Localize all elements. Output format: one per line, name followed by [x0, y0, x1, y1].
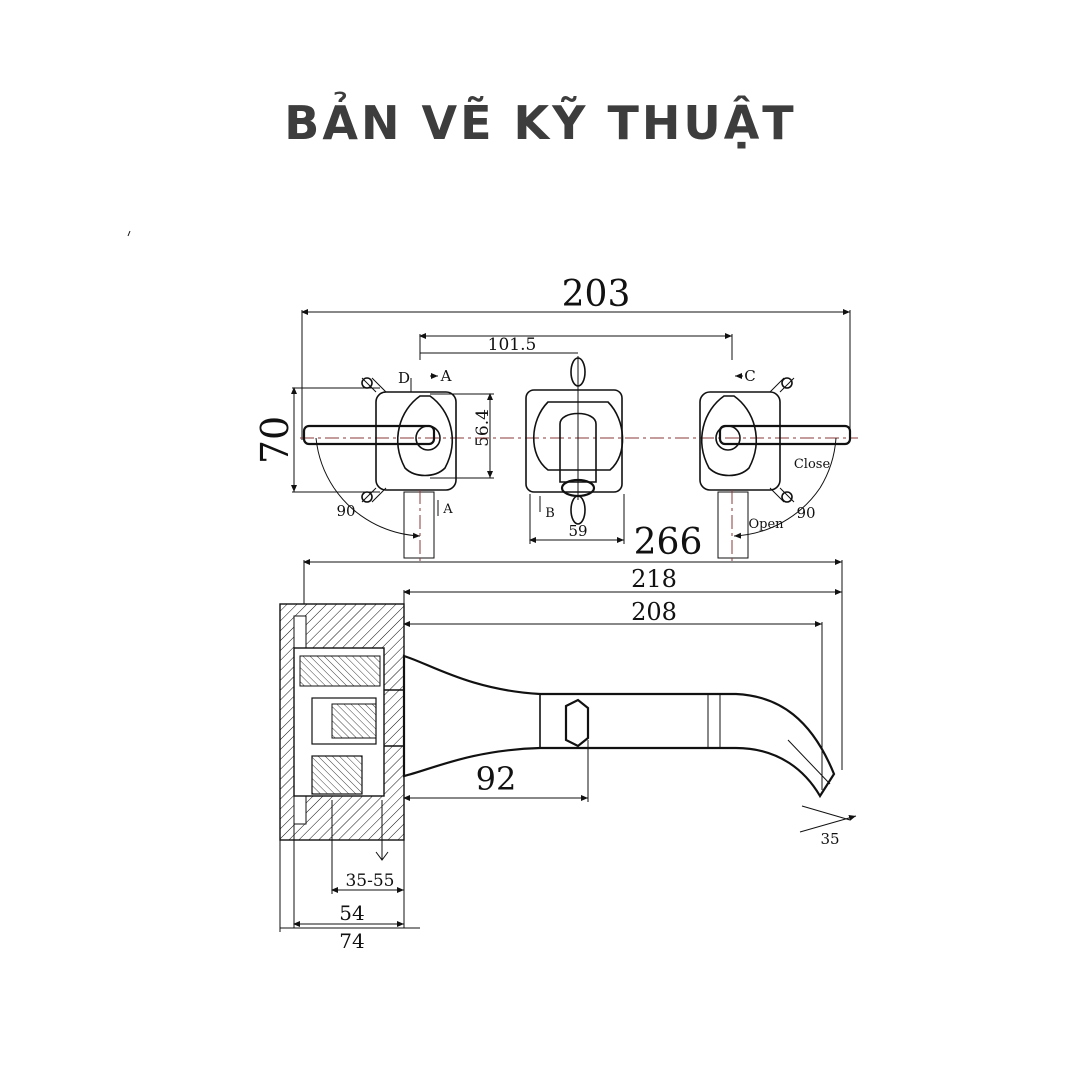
left-valve-body	[397, 395, 453, 477]
label-close: Close	[794, 457, 831, 472]
right-stem	[717, 491, 749, 559]
dim-70: 70	[253, 416, 297, 464]
dim-203: 203	[562, 274, 631, 315]
page-title: BẢN VẼ KỸ THUẬT	[284, 96, 797, 150]
left-rotation-arc	[333, 487, 421, 539]
aerator-line	[787, 739, 831, 785]
left-lever	[302, 424, 436, 446]
section-a-bottom: A	[442, 502, 453, 517]
section-c: C	[744, 367, 755, 385]
right-screw-br	[781, 491, 793, 503]
dim-35-55: 35-55	[345, 871, 394, 891]
center-plate	[525, 389, 623, 493]
center-screw-bottom	[570, 495, 586, 525]
left-rotation-arc-top	[315, 437, 335, 489]
depth-marker	[375, 851, 389, 861]
dim-56-4: 56.4	[473, 409, 493, 447]
right-screw-tr	[781, 377, 793, 389]
right-hub	[715, 425, 741, 451]
right-lever	[718, 424, 852, 446]
left-plate-ears	[361, 377, 387, 503]
right-plate	[699, 391, 781, 491]
valve-top-section	[299, 655, 381, 687]
rotation-90-left: 90	[336, 502, 355, 520]
dim-266: 266	[634, 522, 703, 563]
left-stem	[403, 491, 435, 559]
stray-mark	[127, 230, 131, 237]
dim-208: 208	[631, 598, 677, 626]
right-plate-ears	[769, 377, 795, 503]
dim-line-35-angle	[799, 815, 857, 833]
dim-59: 59	[568, 522, 587, 540]
spout-stub	[559, 412, 597, 483]
left-screw-tl	[361, 377, 373, 389]
cartridge-core	[331, 703, 377, 739]
outlet-angle-line	[801, 805, 851, 821]
side-view: 266 218 208 35 92	[279, 522, 857, 953]
section-d: D	[398, 369, 410, 387]
front-view: 203 101.5 70 56.4 90 D	[253, 274, 858, 562]
section-a-top: A	[440, 367, 452, 385]
right-valve-body	[701, 395, 757, 477]
dim-54: 54	[339, 901, 364, 925]
dim-101-5: 101.5	[488, 335, 537, 355]
left-plate	[375, 391, 457, 491]
valve-thread	[311, 755, 363, 795]
dim-218: 218	[631, 565, 677, 593]
label-open: Open	[748, 517, 784, 532]
right-rotation-arc	[733, 487, 821, 539]
dim-92: 92	[476, 760, 517, 798]
rotation-90-right: 90	[796, 504, 815, 522]
right-rotation-arc-top	[819, 437, 837, 489]
section-b: B	[545, 506, 555, 521]
left-hub	[415, 425, 441, 451]
left-screw-bl	[361, 491, 373, 503]
dim-74: 74	[339, 929, 364, 953]
dim-35-angle: 35	[820, 830, 839, 848]
spout-nut	[564, 698, 590, 748]
center-valve-body	[532, 401, 624, 471]
spout-body	[402, 654, 836, 799]
